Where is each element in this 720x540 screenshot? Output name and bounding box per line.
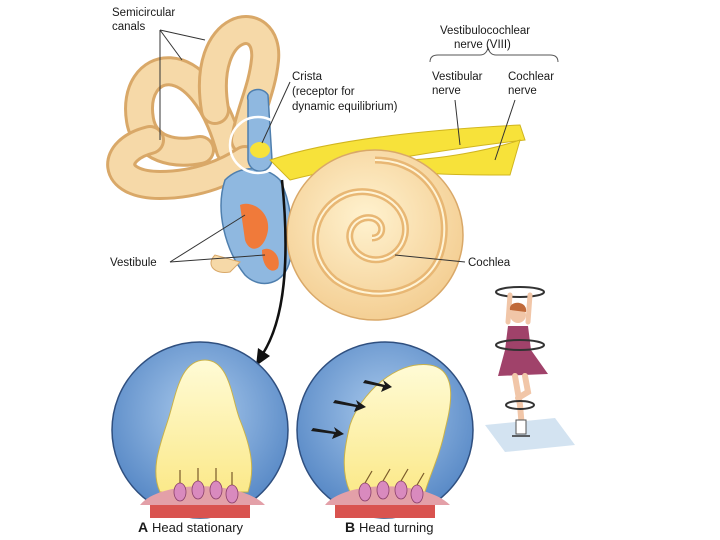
label-vestibular-2: nerve	[432, 85, 461, 97]
nerve-bracket	[429, 46, 559, 63]
caption-a-letter: A	[138, 519, 148, 535]
semicircular-canals	[106, 15, 281, 201]
label-semicircular-2: canals	[112, 21, 145, 33]
label-cochlea: Cochlea	[468, 257, 511, 269]
panel-head-stationary	[111, 341, 289, 519]
fluid-flow-arrows	[311, 380, 392, 439]
caption-a-text: Head stationary	[152, 520, 244, 535]
vestibule	[210, 168, 293, 285]
ice-skater-illustration	[485, 286, 575, 452]
cochlea	[286, 149, 464, 321]
caption-b-text: Head turning	[359, 520, 433, 535]
zoom-arrow	[260, 179, 287, 356]
label-crista-1: Crista	[292, 71, 323, 83]
label-vestibulocochlear-2: nerve (VIII)	[454, 39, 511, 51]
label-cochlear-1: Cochlear	[508, 71, 554, 83]
ampulla	[247, 88, 273, 172]
leader-lines	[159, 29, 516, 263]
zoom-arrow-head	[256, 348, 270, 366]
label-vestibule: Vestibule	[110, 257, 157, 269]
label-cochlear-2: nerve	[508, 85, 537, 97]
crista-highlight-circle	[228, 115, 288, 175]
label-semicircular-1: Semicircular	[112, 7, 175, 19]
caption-b-letter: B	[345, 519, 355, 535]
label-crista-3: dynamic equilibrium)	[292, 101, 398, 113]
label-crista-2: (receptor for	[292, 86, 355, 98]
panel-head-turning	[296, 341, 474, 519]
label-vestibulocochlear-1: Vestibulocochlear	[440, 25, 530, 37]
label-vestibular-1: Vestibular	[432, 71, 483, 83]
